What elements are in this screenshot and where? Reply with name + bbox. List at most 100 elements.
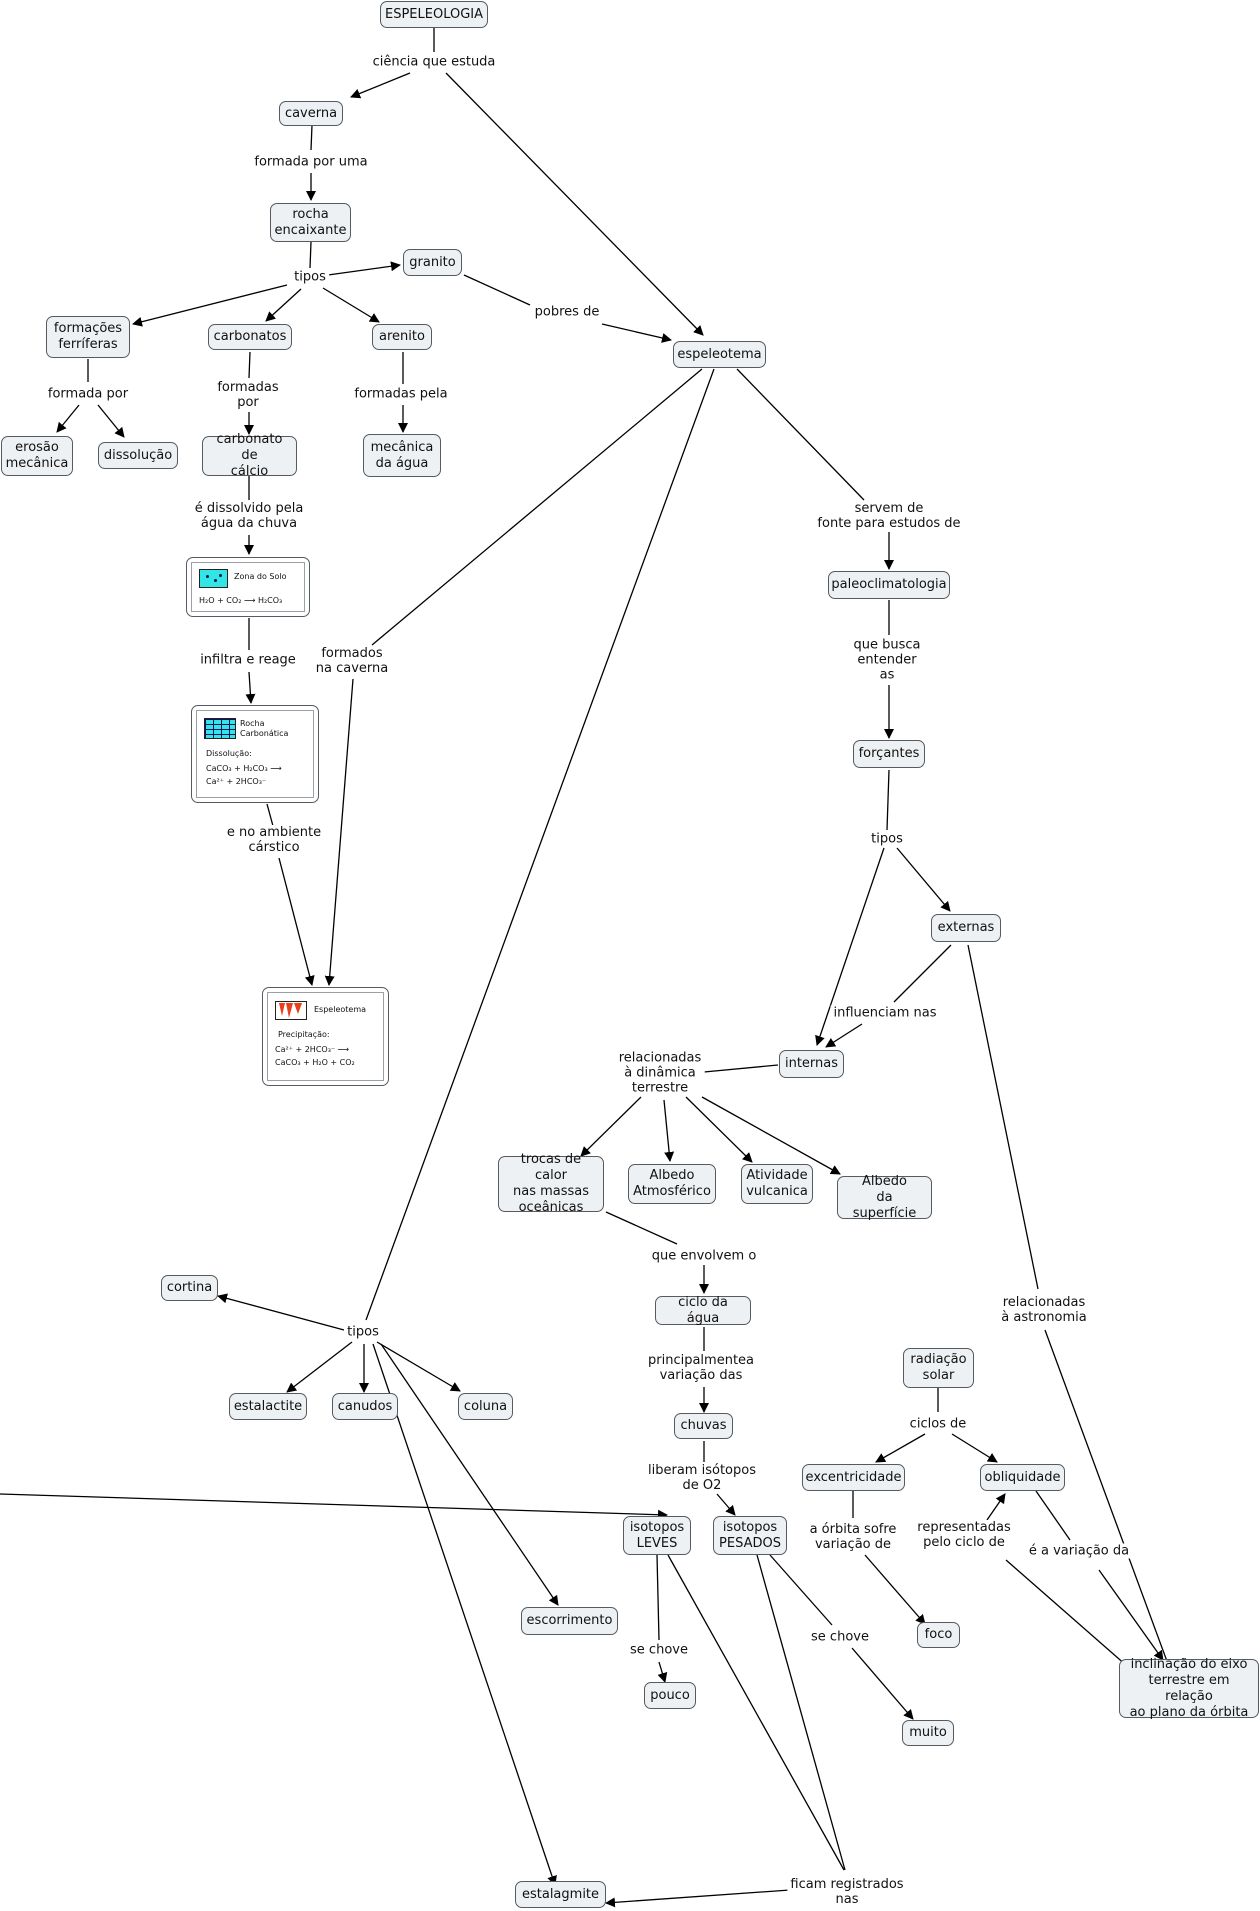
concept-trocas-calor[interactable]: trocas de calor nas massas oceânicas xyxy=(498,1152,604,1215)
link-tipos-rocha: tipos xyxy=(291,269,329,285)
figure-line-2: CaCO₃ + H₂O + CO₂ xyxy=(275,1058,355,1067)
figure-espeleotema[interactable]: Espeleotema Precipitação: Ca²⁺ + 2HCO₃⁻ … xyxy=(262,987,389,1086)
connector xyxy=(372,1343,557,1886)
connector xyxy=(365,368,715,1321)
concept-canudos[interactable]: canudos xyxy=(332,1393,398,1420)
figure-title: Espeleotema xyxy=(314,1005,367,1014)
concept-radiacao-solar[interactable]: radiação solar xyxy=(903,1348,974,1388)
figure-line-1: CaCO₃ + H₂CO₃ ⟶ xyxy=(206,764,282,773)
connector xyxy=(657,1661,668,1683)
link-servem-fonte: servem de fonte para estudos de xyxy=(814,501,964,531)
connector xyxy=(605,1211,678,1245)
link-que-envolvem: que envolvem o xyxy=(648,1248,760,1264)
figure-line-1: Ca²⁺ + 2HCO₃⁻ ⟶ xyxy=(275,1045,350,1054)
link-se-chove-leves: se chove xyxy=(627,1642,691,1658)
connector xyxy=(132,284,288,327)
concept-internas[interactable]: internas xyxy=(779,1050,844,1078)
connector xyxy=(322,287,380,323)
link-influenciam-nas: influenciam nas xyxy=(830,1005,940,1021)
concept-ciclo-agua[interactable]: ciclo da água xyxy=(655,1295,751,1326)
concept-albedo-superficie[interactable]: Albedo da superfície xyxy=(837,1174,932,1221)
concept-paleoclimatologia[interactable]: paleoclimatologia xyxy=(828,571,950,599)
figure-rocha-carbonatica[interactable]: Rocha Carbonática Dissolução: CaCO₃ + H₂… xyxy=(191,705,319,803)
concept-albedo-atmosferico[interactable]: Albedo Atmosférico xyxy=(628,1164,716,1204)
connector xyxy=(851,1647,914,1720)
link-ciencia-que-estuda: ciência que estuda xyxy=(369,54,499,70)
figure-title: Zona do Solo xyxy=(234,572,287,581)
connector xyxy=(967,944,1039,1290)
connector xyxy=(1044,1329,1177,1684)
concept-cortina[interactable]: cortina xyxy=(161,1275,218,1301)
link-orbita-sofre: a órbita sofre variação de xyxy=(806,1522,900,1552)
link-que-busca: que busca entender as xyxy=(850,637,924,683)
concept-mecanica-agua[interactable]: mecânica da água xyxy=(363,434,441,477)
connector xyxy=(97,404,125,438)
figure-subtitle: Precipitação: xyxy=(278,1030,330,1039)
concept-formacoes-ferriferas[interactable]: formações ferríferas xyxy=(46,316,130,358)
concept-forcantes[interactable]: forçantes xyxy=(853,740,925,768)
concept-muito[interactable]: muito xyxy=(902,1720,954,1746)
concept-coluna[interactable]: coluna xyxy=(458,1393,513,1420)
figure-zona-do-solo[interactable]: Zona do Solo H₂O + CO₂ ⟶ H₂CO₃ xyxy=(186,557,310,617)
concept-erosao-mecanica[interactable]: erosão mecânica xyxy=(1,436,73,476)
concept-dissolucao[interactable]: dissolução xyxy=(98,442,178,469)
concept-caverna[interactable]: caverna xyxy=(279,101,343,126)
connector xyxy=(667,1554,845,1871)
connector xyxy=(266,803,274,827)
concept-externas[interactable]: externas xyxy=(931,914,1001,942)
connector xyxy=(886,769,890,831)
connector xyxy=(703,1064,779,1073)
connector xyxy=(1098,1569,1164,1661)
link-formados-caverna: formados na caverna xyxy=(312,646,392,676)
concept-pouco[interactable]: pouco xyxy=(644,1682,696,1709)
soil-icon xyxy=(199,569,228,588)
concept-foco[interactable]: foco xyxy=(917,1622,960,1648)
concept-granito[interactable]: granito xyxy=(403,249,462,276)
connector xyxy=(951,1433,998,1463)
concept-chuvas[interactable]: chuvas xyxy=(674,1413,733,1439)
figure-title: Rocha Carbonática xyxy=(240,719,289,738)
stalactite-icon xyxy=(275,1001,307,1020)
connector xyxy=(769,1554,833,1626)
concept-isotopos-pesados[interactable]: isotopos PESADOS xyxy=(713,1516,787,1555)
concept-escorrimento[interactable]: escorrimento xyxy=(521,1607,618,1635)
concept-carbonatos[interactable]: carbonatos xyxy=(208,324,292,350)
concept-estalagmite[interactable]: estalagmite xyxy=(515,1881,606,1908)
figure-subtitle: Dissolução: xyxy=(206,749,252,758)
concept-espeleologia[interactable]: ESPELEOLOGIA xyxy=(380,1,488,28)
connector xyxy=(217,1293,345,1331)
connector xyxy=(601,323,672,343)
connector xyxy=(327,261,401,276)
concept-arenito[interactable]: arenito xyxy=(372,324,432,350)
concept-espeleotema[interactable]: espeleotema xyxy=(673,341,766,368)
connector xyxy=(896,847,951,912)
connector xyxy=(663,1099,675,1162)
connector xyxy=(0,1493,668,1520)
connector xyxy=(580,1096,642,1157)
figure-line-2: Ca²⁺ + 2HCO₃⁻ xyxy=(206,777,267,786)
connector xyxy=(245,671,256,704)
link-pobres-de: pobres de xyxy=(531,304,603,320)
connector xyxy=(324,678,354,986)
concept-inclinacao[interactable]: inclinação do eixo terrestre em relação … xyxy=(1119,1657,1259,1720)
connector xyxy=(716,1493,736,1516)
connector xyxy=(286,1341,353,1393)
concept-obliquidade[interactable]: obliquidade xyxy=(980,1464,1065,1491)
link-tipos-espeleotema: tipos xyxy=(344,1324,382,1340)
link-variacao-da: é a variação da xyxy=(1025,1543,1133,1559)
connector xyxy=(278,857,315,986)
concept-carbonato-calcio[interactable]: carbonato de cálcio xyxy=(202,432,297,479)
link-principalmente: principalmentea variação das xyxy=(645,1353,757,1383)
concept-atividade-vulcanica[interactable]: Atividade vulcanica xyxy=(741,1164,813,1204)
link-dissolvido-chuva: é dissolvido pela água da chuva xyxy=(191,501,307,531)
figure-equation: H₂O + CO₂ ⟶ H₂CO₃ xyxy=(199,596,283,605)
connector xyxy=(756,1554,846,1871)
concept-estalactite[interactable]: estalactite xyxy=(229,1393,307,1420)
concept-rocha-encaixante[interactable]: rocha encaixante xyxy=(270,203,351,242)
concept-excentricidade[interactable]: excentricidade xyxy=(802,1464,905,1491)
link-formada-por: formada por xyxy=(44,386,132,402)
concept-isotopos-leves[interactable]: isotopos LEVES xyxy=(623,1516,691,1555)
figure-frame: Espeleotema Precipitação: Ca²⁺ + 2HCO₃⁻ … xyxy=(267,992,384,1081)
